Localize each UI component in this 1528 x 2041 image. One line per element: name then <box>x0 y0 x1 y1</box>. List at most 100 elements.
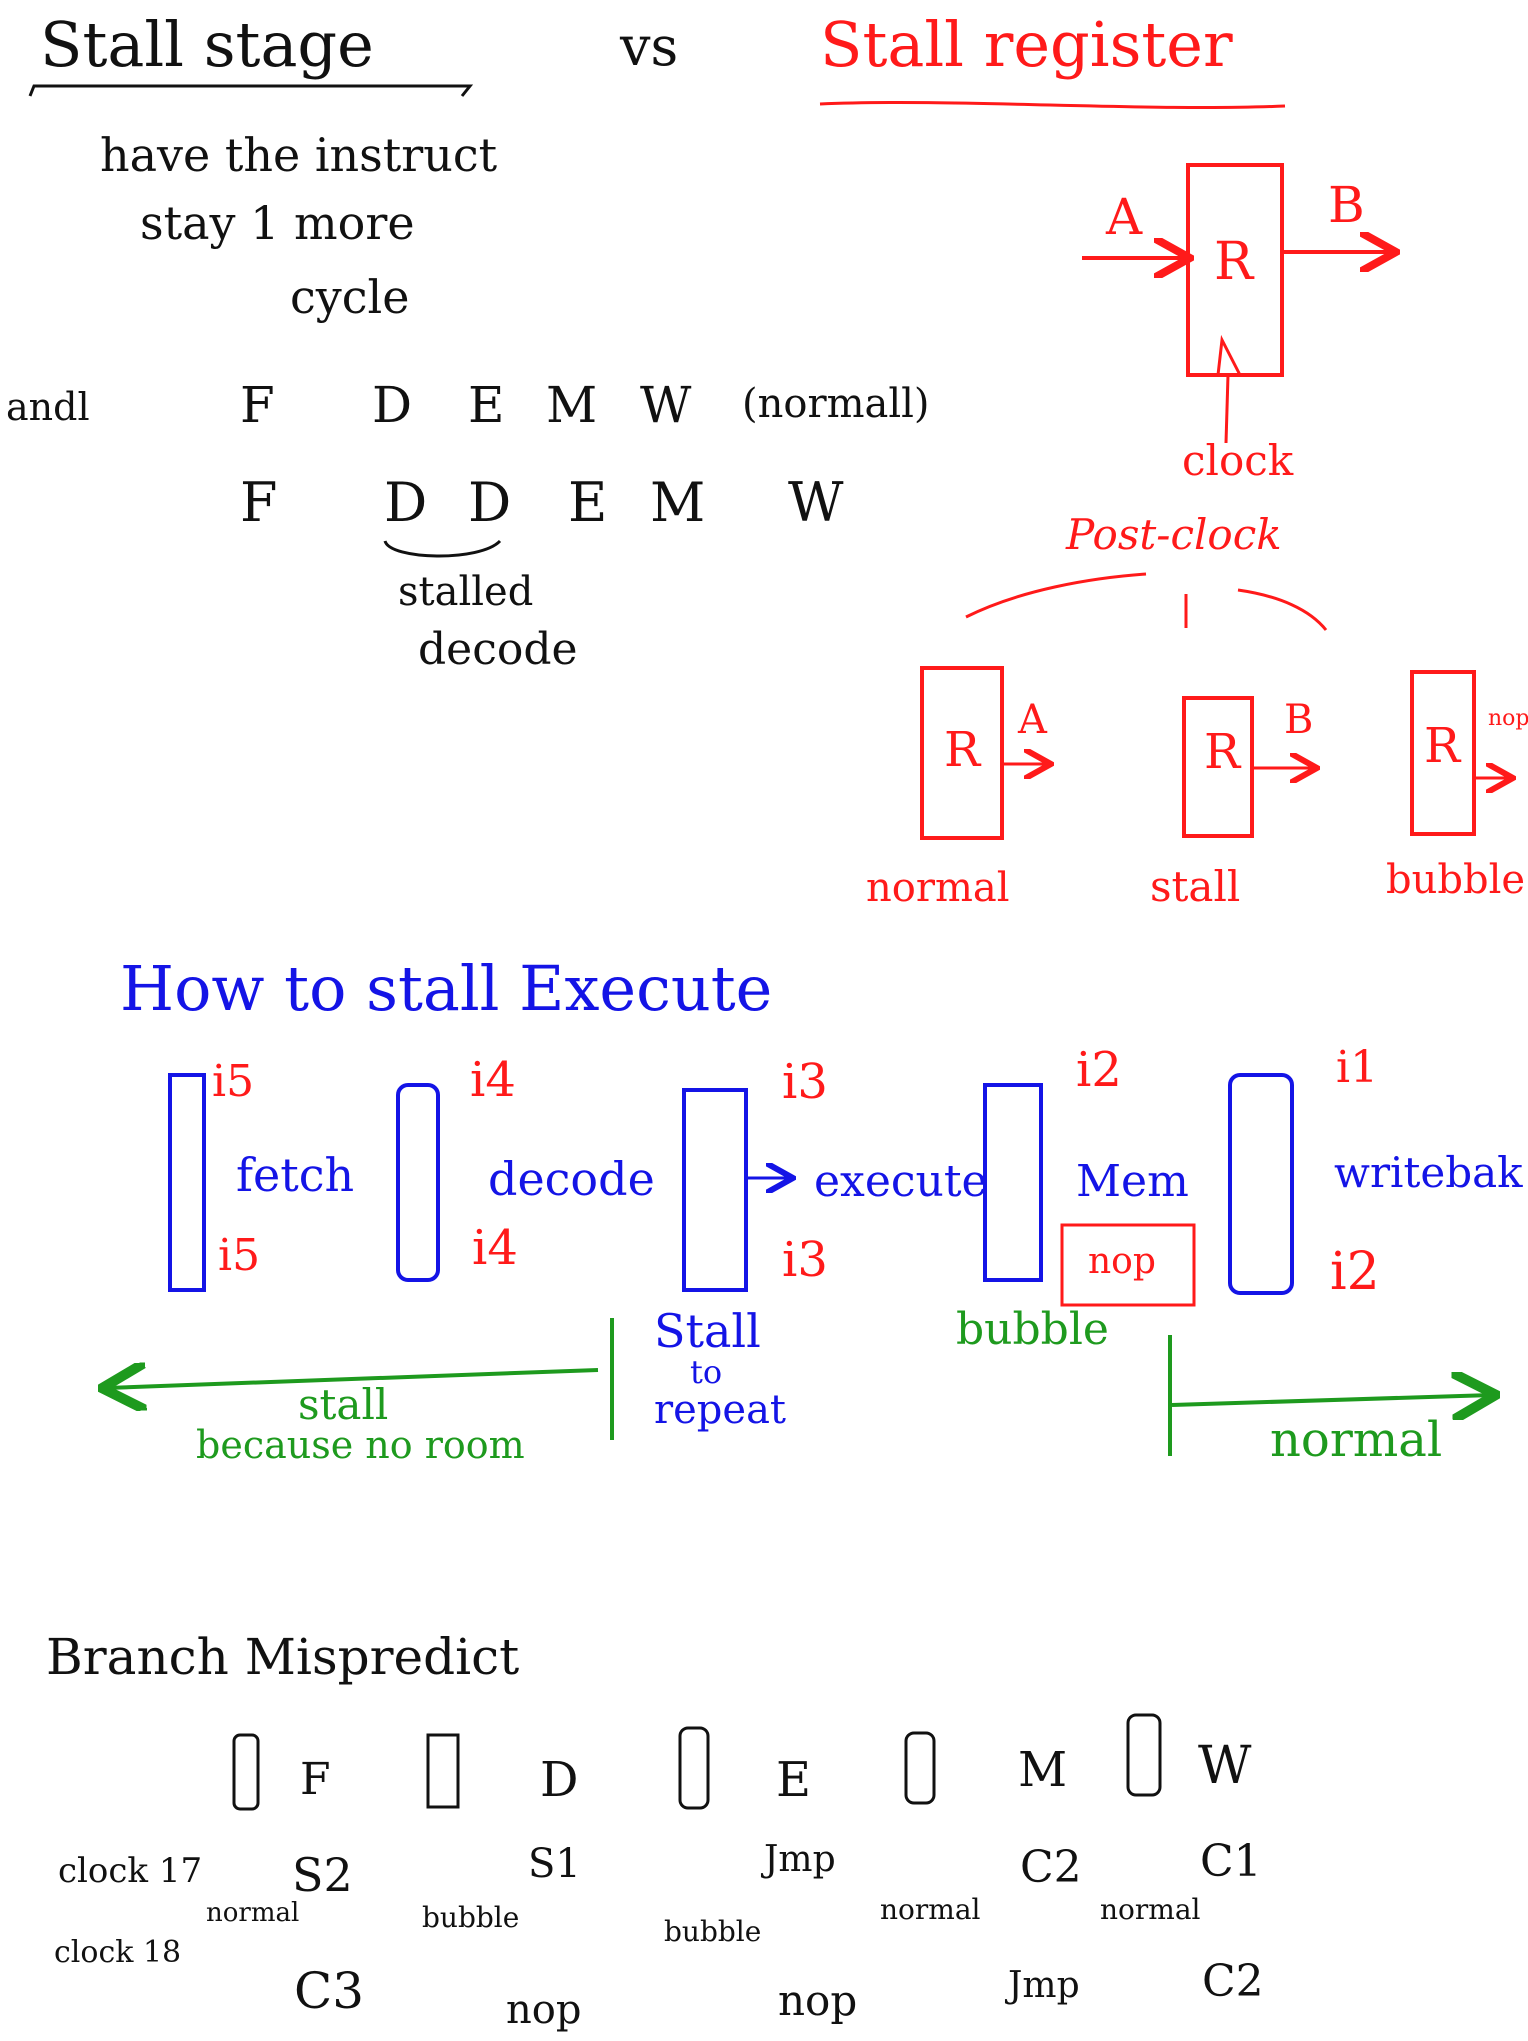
register-name: R <box>1214 232 1254 292</box>
decode-bottom-instr: i4 <box>472 1220 518 1276</box>
stall-to-repeat-2: to <box>690 1353 723 1391</box>
register-normal-box <box>920 666 1004 840</box>
post-clock-branch-left <box>965 572 1147 619</box>
transition-d: bubble <box>422 1901 520 1934</box>
register-stall-out: B <box>1284 697 1314 743</box>
clock17-d: S1 <box>528 1841 581 1887</box>
mp-reg-m <box>904 1731 936 1805</box>
clock17-f: S2 <box>292 1848 353 1902</box>
clock18-f: C3 <box>294 1962 365 2020</box>
decode-top-instr: i4 <box>470 1052 516 1108</box>
register-input-label: A <box>1106 188 1143 246</box>
pipe-reg-execute <box>682 1088 748 1292</box>
clock18-w: C2 <box>1202 1956 1264 2007</box>
brace-note-decode: decode <box>418 624 578 675</box>
writeback-bottom-instr: i2 <box>1330 1242 1380 1302</box>
stage-note-line-1: have the instruct <box>100 128 498 182</box>
normal-right-arrow <box>1171 1395 1492 1405</box>
left-note-stall: stall <box>298 1380 389 1429</box>
mp-reg-w <box>1126 1713 1162 1797</box>
mp-stage-f: F <box>300 1754 331 1805</box>
stage-note-line-2: stay 1 more <box>140 196 415 250</box>
andl-normal-d: D <box>372 376 413 434</box>
writeback-top-instr: i1 <box>1336 1042 1379 1093</box>
clock17-w: C1 <box>1200 1836 1262 1887</box>
transition-m: normal <box>880 1893 981 1926</box>
register-clock-notch <box>1216 334 1242 376</box>
register-bubble-name: R <box>1424 718 1461 774</box>
clock17-e: Jmp <box>764 1839 836 1880</box>
mp-stage-m: M <box>1018 1742 1068 1798</box>
stage-fetch: fetch <box>236 1148 355 1202</box>
register-bubble-out: nop <box>1488 706 1528 731</box>
pipe-reg-fetch <box>168 1073 206 1292</box>
stall-stage-heading: Stall stage <box>40 8 374 81</box>
stage-writeback: writebak <box>1334 1148 1523 1197</box>
mem-top-instr: i2 <box>1076 1042 1122 1098</box>
mp-stage-e: E <box>776 1752 812 1808</box>
register-stall-name: R <box>1204 724 1241 780</box>
pipe-reg-mem <box>983 1083 1043 1282</box>
stage-mem: Mem <box>1076 1156 1189 1207</box>
stage-execute: execute <box>814 1156 988 1207</box>
transition-w: normal <box>1100 1893 1201 1926</box>
andl-stalled-d2: D <box>468 471 512 534</box>
stage-note-line-3: cycle <box>290 270 410 324</box>
stall-to-repeat-3: repeat <box>654 1387 786 1433</box>
execute-stall-title: How to stall Execute <box>120 952 773 1025</box>
transition-f: normal <box>206 1898 300 1928</box>
stall-register-underline <box>819 100 1286 110</box>
clock17-label: clock 17 <box>58 1851 203 1891</box>
mp-stage-w: W <box>1198 1736 1252 1796</box>
mp-reg-f <box>232 1733 260 1811</box>
andl-normal-w: W <box>640 376 692 434</box>
andl-stalled-m: M <box>650 471 706 534</box>
transition-e: bubble <box>664 1915 762 1948</box>
stalled-decode-brace <box>383 539 502 558</box>
stall-stage-underline <box>28 84 474 97</box>
fetch-top-instr: i5 <box>212 1056 255 1107</box>
clock17-m: C2 <box>1020 1842 1082 1893</box>
andl-normal-note: (normall) <box>742 381 930 427</box>
register-stall-label: stall <box>1150 862 1241 911</box>
register-bubble-box <box>1410 670 1476 836</box>
left-note-because: because no room <box>196 1423 525 1467</box>
bubble-label: bubble <box>956 1304 1109 1355</box>
andl-stalled-f: F <box>240 471 278 534</box>
fetch-bottom-instr: i5 <box>218 1230 261 1281</box>
clock18-d: nop <box>506 1987 582 2033</box>
vs-label: vs <box>620 15 679 78</box>
pipe-reg-decode <box>396 1083 440 1282</box>
stall-to-repeat-1: Stall <box>654 1304 761 1358</box>
stage-decode: decode <box>488 1152 655 1206</box>
register-bubble-label: bubble <box>1386 857 1526 903</box>
clock18-m: Jmp <box>1008 1965 1080 2006</box>
mispredict-title: Branch Mispredict <box>46 1628 520 1686</box>
register-normal-label: normal <box>866 865 1010 911</box>
mp-reg-d <box>426 1733 460 1809</box>
nop-box <box>1060 1223 1196 1307</box>
clock18-e: nop <box>778 1976 858 2025</box>
andl-normal-f: F <box>240 376 275 434</box>
andl-stalled-e: E <box>568 471 608 534</box>
register-output-label: B <box>1328 176 1365 234</box>
brace-note-stalled: stalled <box>398 569 534 615</box>
post-clock-label: Post-clock <box>1066 510 1282 559</box>
execute-top-instr: i3 <box>782 1054 828 1110</box>
mp-stage-d: D <box>540 1752 579 1808</box>
andl-stalled-d1: D <box>384 471 428 534</box>
register-normal-out: A <box>1018 697 1047 743</box>
register-normal-name: R <box>944 722 981 778</box>
post-clock-branch-right <box>1237 588 1328 631</box>
clock18-label: clock 18 <box>54 1935 182 1970</box>
mp-reg-e <box>678 1726 710 1810</box>
andl-normal-m: M <box>546 376 598 434</box>
right-note-normal: normal <box>1270 1412 1443 1468</box>
andl-normal-e: E <box>468 376 505 434</box>
stall-left-arrow <box>106 1370 599 1388</box>
nop-box-label: nop <box>1088 1241 1156 1282</box>
stall-register-heading: Stall register <box>820 8 1233 81</box>
clock-line <box>1224 374 1230 444</box>
clock-label: clock <box>1182 436 1294 485</box>
